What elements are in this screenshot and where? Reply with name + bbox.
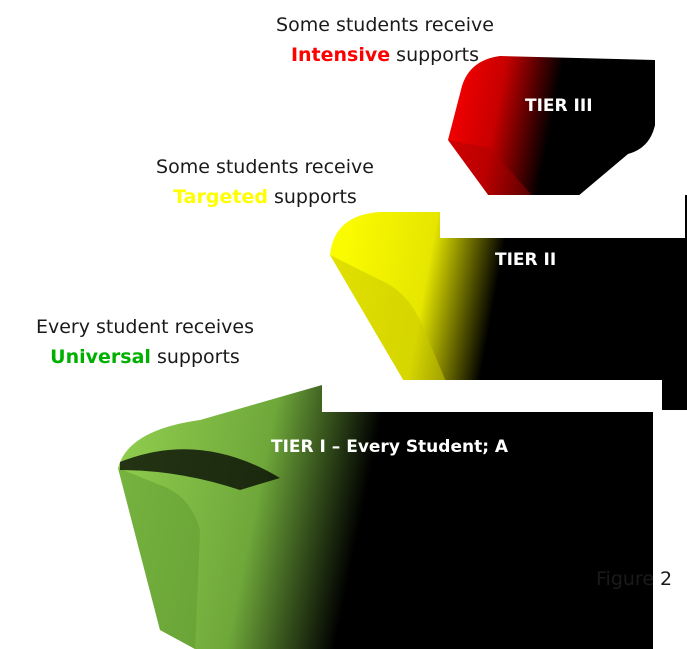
- caption-tier-3: Some students receive Intensive supports: [220, 10, 550, 70]
- caption-line: Some students receive: [276, 14, 494, 36]
- caption-rest: supports: [267, 186, 357, 208]
- caption-keyword-intensive: Intensive: [290, 44, 391, 66]
- tier-2-label: TIER II: [495, 250, 557, 270]
- caption-keyword-targeted: Targeted: [173, 186, 268, 208]
- caption-rest: supports: [390, 44, 480, 66]
- caption-rest: supports: [150, 346, 240, 368]
- tier-1-block: [118, 380, 662, 649]
- caption-line: Some students receive: [156, 156, 374, 178]
- caption-tier-2: Some students receive Targeted supports: [100, 152, 430, 212]
- tier-1-label: TIER I – Every Student; A: [271, 437, 509, 457]
- figure-label: Figure 2: [596, 568, 673, 590]
- caption-line: Every student receives: [35, 316, 255, 338]
- caption-tier-1: Every student receives Universal support…: [0, 312, 290, 372]
- tier-3-block: [448, 56, 655, 218]
- tier-3-label: TIER III: [525, 96, 593, 116]
- tier-2-block: [330, 195, 687, 410]
- caption-keyword-universal: Universal: [50, 346, 151, 368]
